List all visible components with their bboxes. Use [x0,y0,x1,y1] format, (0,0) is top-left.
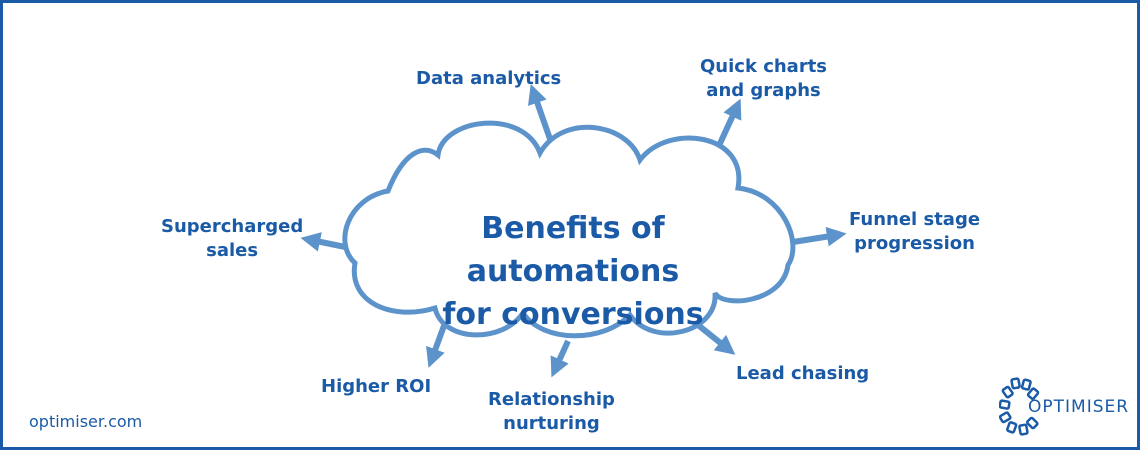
benefit-supercharged-line-2: sales [206,240,259,261]
benefit-quick-charts: Quick charts and graphs [700,55,827,103]
benefit-lead-chasing-line-1: Lead chasing [736,363,870,384]
optimiser-logo-icon [999,377,1040,436]
benefit-quick-charts-line-1: Quick charts [700,56,828,77]
arrow-data-analytics [527,84,553,140]
benefit-relationship-line-2: nurturing [503,413,600,434]
benefit-relationship: Relationship nurturing [488,388,615,436]
benefit-higher-roi-line-1: Higher ROI [321,376,432,397]
benefit-supercharged-line-1: Supercharged [161,216,304,237]
benefit-higher-roi: Higher ROI [321,375,431,399]
arrow-lead-chasing [696,322,736,355]
benefit-funnel-stage-line-1: Funnel stage [849,209,981,230]
benefit-data-analytics: Data analytics [416,67,561,91]
arrow-funnel-stage [792,226,847,247]
diagram-title-line-2: for conversions [442,297,704,332]
benefit-supercharged: Supercharged sales [161,215,303,263]
benefit-lead-chasing: Lead chasing [736,362,869,386]
benefit-funnel-stage-line-2: progression [854,233,975,254]
diagram-title: Benefits of automations for conversions [373,207,773,336]
arrow-higher-roi [426,321,448,368]
cloud-shape [342,120,796,339]
benefit-relationship-line-1: Relationship [488,389,615,410]
website-link[interactable]: optimiser.com [29,412,143,431]
diagram-title-line-1: Benefits of automations [466,211,680,289]
cloud-diagram [300,84,847,378]
benefit-funnel-stage: Funnel stage progression [849,208,980,256]
arrow-relationship [550,339,571,378]
benefit-data-analytics-line-1: Data analytics [416,68,562,89]
brand-logo-text: OPTIMISER [1028,397,1130,417]
benefit-quick-charts-line-2: and graphs [706,80,821,101]
